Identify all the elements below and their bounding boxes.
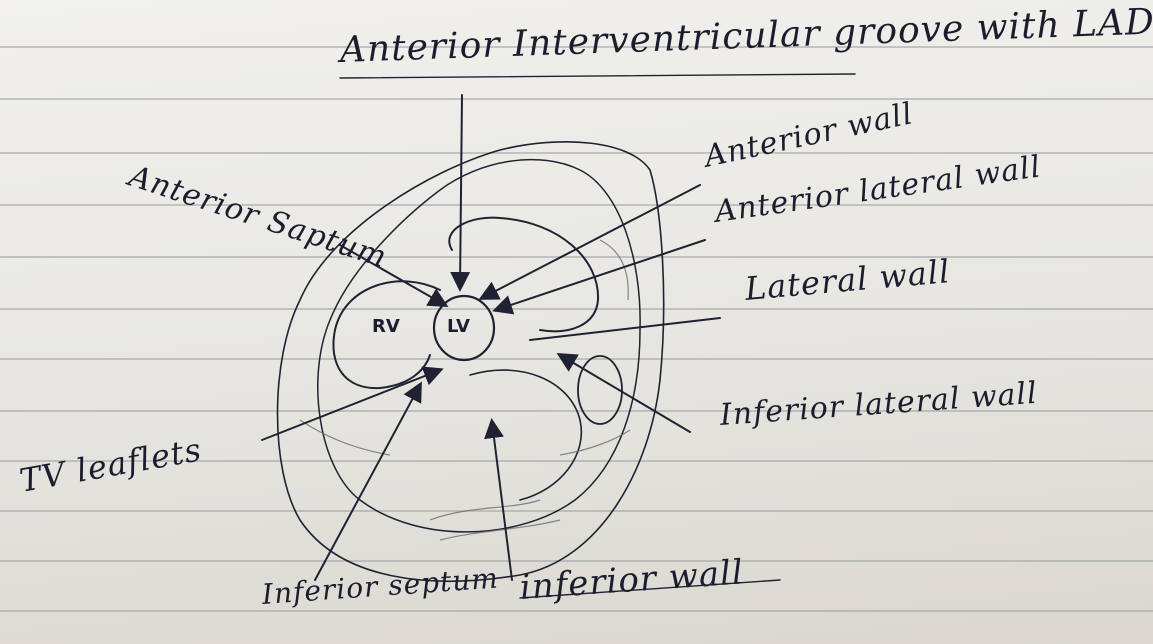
- inner-outline: [318, 160, 640, 532]
- arrow-lateral-wall: [530, 318, 720, 340]
- title-underline: [340, 74, 855, 78]
- rv-label: RV: [372, 316, 400, 337]
- arrow-anterior-wall: [482, 185, 700, 298]
- small-loop: [578, 356, 622, 424]
- arrow-inferior-septum: [315, 385, 420, 580]
- lv-wall: [449, 218, 598, 332]
- lv-label: LV: [447, 316, 470, 337]
- arrow-inferior-wall: [492, 422, 512, 580]
- arrow-groove: [460, 95, 462, 288]
- inferior-curve: [470, 370, 581, 500]
